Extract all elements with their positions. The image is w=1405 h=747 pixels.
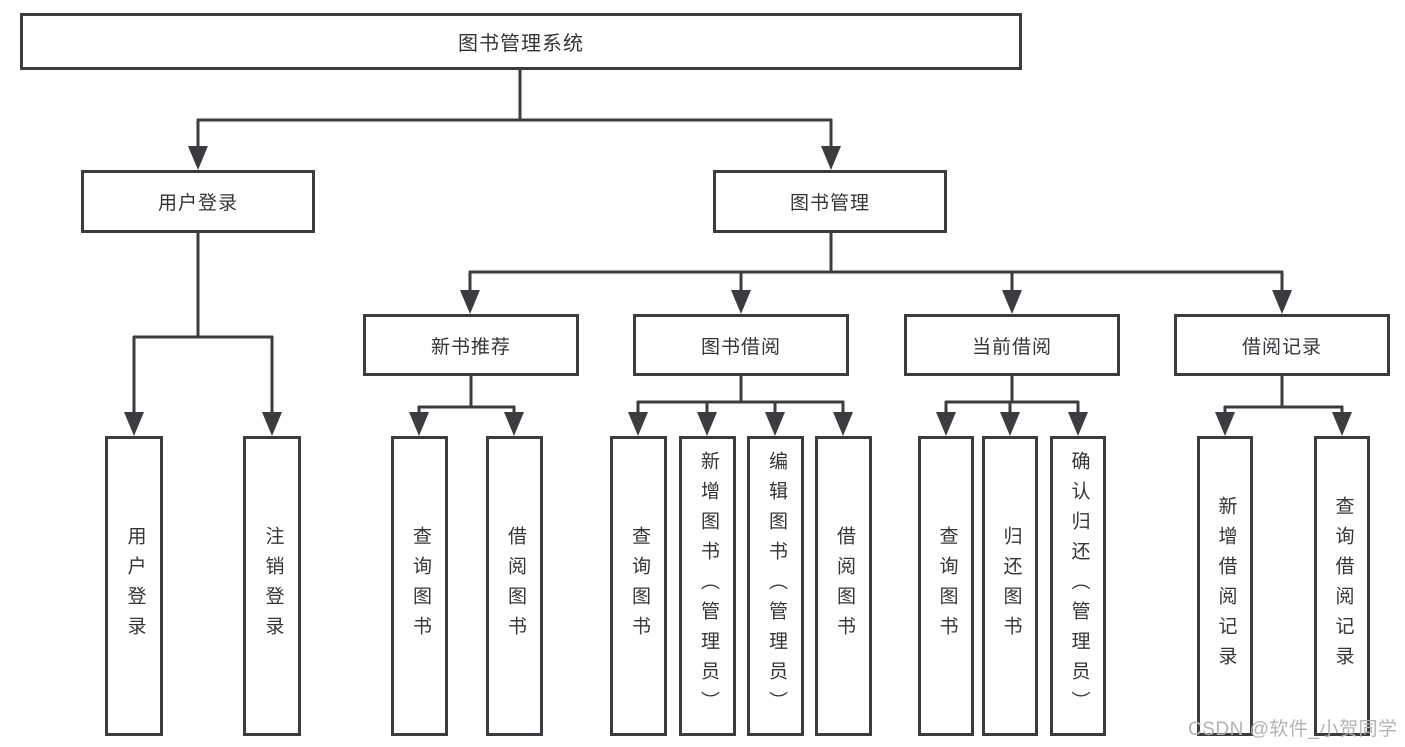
arrow-down-icon bbox=[697, 412, 717, 436]
node-root: 图书管理系统 bbox=[20, 13, 1022, 70]
connector-bookborrow-to-leaves bbox=[636, 375, 845, 416]
arrow-down-icon bbox=[1272, 290, 1292, 314]
arrow-down-icon bbox=[1002, 290, 1022, 314]
node-root-label: 图书管理系统 bbox=[458, 33, 584, 55]
arrow-down-icon bbox=[409, 412, 429, 436]
arrow-down-icon bbox=[821, 146, 841, 170]
node-borrow-records: 借阅记录 bbox=[1174, 314, 1390, 376]
leaf-logout: 注销登录 bbox=[243, 436, 301, 736]
arrowheads bbox=[124, 146, 1352, 436]
leaf-rec-query-books: 查询图书 bbox=[391, 436, 448, 736]
node-borrow-records-label: 借阅记录 bbox=[1241, 336, 1322, 358]
leaf-cb-return-books: 归还图书 bbox=[982, 436, 1038, 736]
arrow-down-icon bbox=[1332, 412, 1352, 436]
connector-curborrow-to-leaves bbox=[944, 375, 1080, 416]
leaf-cb-query-books: 查询图书 bbox=[918, 436, 974, 736]
connector-records-to-leaves bbox=[1223, 375, 1344, 416]
connector-userlogin-to-leaves bbox=[132, 233, 274, 416]
node-current-borrow-label: 当前借阅 bbox=[971, 336, 1052, 358]
arrow-down-icon bbox=[936, 412, 956, 436]
arrow-down-icon bbox=[460, 290, 480, 314]
node-user-login-label: 用户登录 bbox=[157, 193, 238, 214]
arrow-down-icon bbox=[188, 146, 208, 170]
leaf-bb-query-books: 查询图书 bbox=[610, 436, 667, 736]
arrow-down-icon bbox=[731, 290, 751, 314]
arrow-down-icon bbox=[765, 412, 785, 436]
arrow-down-icon bbox=[262, 412, 282, 436]
leaf-bb-edit-books-admin: 编辑图书（管理员） bbox=[747, 436, 804, 736]
leaf-user-login: 用户登录 bbox=[105, 436, 163, 736]
arrow-down-icon bbox=[1068, 412, 1088, 436]
node-new-book-rec-label: 新书推荐 bbox=[430, 336, 511, 358]
node-book-mgmt: 图书管理 bbox=[713, 170, 947, 233]
arrow-down-icon bbox=[504, 412, 524, 436]
arrow-down-icon bbox=[833, 412, 853, 436]
node-current-borrow: 当前借阅 bbox=[904, 314, 1120, 376]
leaf-bb-borrow-books: 借阅图书 bbox=[815, 436, 872, 736]
arrow-down-icon bbox=[124, 412, 144, 436]
leaf-rec-borrow-books: 借阅图书 bbox=[486, 436, 543, 736]
watermark: CSDN @软件_小贺同学 bbox=[1188, 719, 1398, 740]
leaf-cb-confirm-return-admin: 确认归还（管理员） bbox=[1050, 436, 1106, 736]
connector-root-to-level1 bbox=[196, 70, 833, 150]
arrow-down-icon bbox=[1000, 412, 1020, 436]
connector-bookmgmt-to-level2 bbox=[468, 233, 1284, 294]
arrow-down-icon bbox=[1215, 412, 1235, 436]
leaf-br-add-record: 新增借阅记录 bbox=[1197, 436, 1253, 736]
leaf-bb-add-books-admin: 新增图书（管理员） bbox=[679, 436, 736, 736]
leaf-br-query-record: 查询借阅记录 bbox=[1314, 436, 1370, 736]
connector-newrec-to-leaves bbox=[417, 375, 516, 416]
node-book-mgmt-label: 图书管理 bbox=[789, 193, 870, 214]
node-new-book-rec: 新书推荐 bbox=[363, 314, 579, 376]
node-book-borrow: 图书借阅 bbox=[633, 314, 849, 376]
node-book-borrow-label: 图书借阅 bbox=[700, 336, 781, 358]
node-user-login: 用户登录 bbox=[81, 170, 315, 233]
arrow-down-icon bbox=[628, 412, 648, 436]
